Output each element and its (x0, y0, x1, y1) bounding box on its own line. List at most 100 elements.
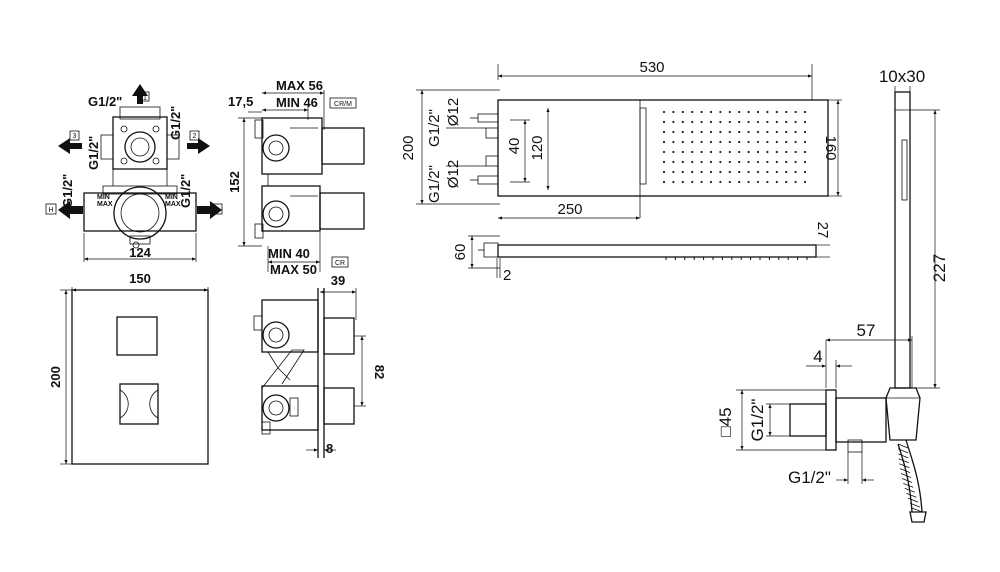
dim-40-label: 40 (506, 138, 523, 155)
nozzle-dot (719, 160, 722, 164)
nozzle-dot (709, 170, 713, 174)
dim-120-label: 120 (529, 135, 546, 160)
nozzle-dot (785, 170, 788, 174)
valve-body-front-view: 1 G1/2" G1/2" 3 2 G1/2" MIN MAX MIN MAX (45, 84, 223, 262)
nozzle-dot (803, 120, 807, 124)
nozzle-dot (719, 140, 722, 144)
nozzle-dot (803, 170, 807, 174)
hose-coil (907, 497, 919, 503)
nozzle-dot (766, 110, 769, 114)
hose-coil (897, 448, 909, 454)
nozzle-dot (691, 120, 694, 124)
hose-coil (911, 507, 923, 513)
nozzle-dot (803, 150, 807, 154)
thread-upper-label: G1/2" (426, 109, 443, 147)
nozzle-dot (709, 180, 713, 184)
nozzle-dot (747, 110, 750, 114)
nozzle-dot (709, 150, 713, 154)
nozzle-dot (775, 110, 778, 114)
port-3-label: 3 (73, 133, 77, 140)
hose-coil (899, 468, 911, 473)
nozzle-dot (756, 110, 760, 114)
nozzle-dot (803, 160, 807, 164)
nozzle-dot (681, 120, 684, 124)
nozzle-dot (709, 140, 713, 144)
finish-crm-label: CR/M (334, 101, 352, 108)
nozzle-dot (785, 160, 788, 164)
nozzle-dot (700, 150, 703, 154)
arrow-up-icon (132, 84, 148, 104)
thread-right-top-label: G1/2" (168, 106, 183, 140)
hose-outline (905, 439, 923, 513)
dim-152-label: 152 (227, 171, 242, 193)
dim-57-label: 57 (857, 321, 876, 340)
max-56-label: MAX 56 (276, 78, 323, 93)
thread-left-low-label: G1/2" (60, 174, 75, 208)
nozzle-dot (756, 140, 760, 144)
valve-side-view: 17,5 MAX 56 MIN 46 CR/M 152 MIN 40 MA (227, 78, 365, 277)
nozzle-dot (728, 160, 731, 164)
installed-side-view: 39 82 8 (253, 273, 387, 458)
nozzle-dot (785, 140, 788, 144)
nozzle-dot (738, 130, 741, 134)
nozzle-dot (709, 120, 713, 124)
dim-square-45-label: □45 (716, 407, 735, 436)
nozzle-dot (728, 170, 731, 174)
nozzle-dot (672, 170, 675, 174)
arrow-right-icon (187, 138, 210, 154)
nozzle-dot (747, 140, 750, 144)
nozzle-dot (672, 180, 675, 184)
hose-coil (900, 473, 912, 478)
nozzle-dot (681, 140, 684, 144)
dim-82-label: 82 (372, 365, 387, 379)
hose (897, 439, 927, 523)
port-h-label: H (48, 207, 53, 214)
thread-outlet-label: G1/2" (748, 399, 767, 442)
nozzle-dot (700, 130, 703, 134)
nozzle-dot (662, 120, 666, 124)
nozzle-dot (766, 180, 769, 184)
nozzle-dot (691, 160, 694, 164)
nozzle-dot (756, 160, 760, 164)
nozzle-dot (719, 110, 722, 114)
nozzle-dot (709, 160, 713, 164)
nozzle-dot (681, 160, 684, 164)
nozzle-dot (662, 150, 666, 154)
nozzle-dot (775, 130, 778, 134)
nozzle-dot (672, 120, 675, 124)
nozzle-dot (756, 150, 760, 154)
dim-39-label: 39 (331, 273, 345, 288)
nozzle-dot (709, 130, 713, 134)
temperature-handle (119, 383, 159, 425)
shower-head-profile (497, 244, 817, 258)
dim-530-label: 530 (639, 59, 664, 76)
nozzle-dot (738, 120, 741, 124)
nozzle-dot (747, 130, 750, 134)
nozzle-dot (794, 120, 797, 124)
nozzle-dot (738, 110, 741, 114)
nozzle-dot (662, 180, 666, 184)
thread-right-low-label: G1/2" (178, 174, 193, 208)
nozzle-dot (775, 160, 778, 164)
nozzle-dot (691, 180, 694, 184)
finish-cr-label: CR (335, 260, 345, 267)
nozzle-dot (794, 150, 797, 154)
nozzle-dot (803, 130, 807, 134)
nozzle-dot (794, 140, 797, 144)
nozzle-dot (766, 160, 769, 164)
dim-4-label: 4 (813, 347, 822, 366)
hose-coil (904, 487, 915, 493)
nozzle-dot (681, 110, 684, 114)
nozzle-dot (766, 170, 769, 174)
nozzle-dot (691, 170, 694, 174)
shower-head-view: 530 200 G1/2" Ø12 G1/2" Ø12 40 120 (400, 59, 842, 284)
nozzle-dot (728, 180, 731, 184)
hand-shower-view: 10x30 227 4 57 □45 G1/2" (716, 67, 949, 523)
nozzle-dot (719, 120, 722, 124)
nozzle-dot (700, 160, 703, 164)
nozzle-dot (700, 170, 703, 174)
thread-left-mid-label: G1/2" (86, 136, 101, 170)
nozzle-dot (691, 130, 694, 134)
nozzle-dot (738, 170, 741, 174)
nozzle-dot (728, 120, 731, 124)
